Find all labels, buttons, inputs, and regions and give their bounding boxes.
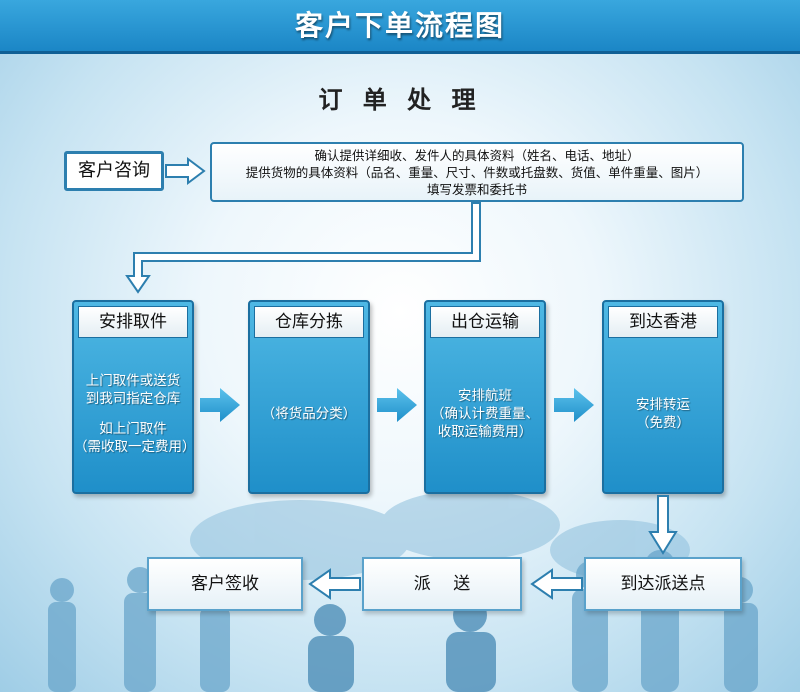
step-card-arrive-hk: 到达香港 安排转运 （免费） [602,300,724,494]
step-title: 安排取件 [78,306,188,338]
elbow-arrow-icon [125,202,481,294]
step-body: 安排航班 （确认计费重量、 收取运输费用） [426,336,544,492]
arrow-left-icon [308,568,361,600]
step-line: 安排转运 [636,397,690,413]
step-line: 上门取件或送货 [85,373,181,389]
info-line: 提供货物的具体资料（品名、重量、尺寸、件数或托盘数、货值、单件重量、图片） [245,165,709,180]
info-line: 填写发票和委托书 [426,182,527,197]
required-info-box: 确认提供详细收、发件人的具体资料（姓名、电话、地址） 提供货物的具体资料（品名、… [210,142,744,202]
info-line: 确认提供详细收、发件人的具体资料（姓名、电话、地址） [314,148,640,163]
arrow-down-icon [648,495,678,555]
step-title: 仓库分拣 [254,306,364,338]
step-title: 到达香港 [608,306,718,338]
arrow-right-icon [377,388,417,422]
step-line: （免费） [636,415,690,431]
step-line: 安排航班 [458,388,512,404]
step-line: （确认计费重量、 [431,406,539,422]
page-title: 客户下单流程图 [0,0,800,54]
step-card-pickup: 安排取件 上门取件或送货 到我司指定仓库 如上门取件 （需收取一定费用） [72,300,196,494]
arrow-right-icon [165,157,206,185]
arrow-right-icon [200,388,240,422]
step-line: （需收取一定费用） [74,439,196,455]
delivery-point-box: 到达派送点 [584,557,742,611]
step-body: 上门取件或送货 到我司指定仓库 如上门取件 （需收取一定费用） [74,336,196,492]
step-line: 收取运输费用） [437,424,533,440]
step-line: 如上门取件 [99,421,167,437]
step-line: （将货品分类） [261,406,357,422]
customer-inquiry-box: 客户咨询 [64,151,164,191]
step-card-transport: 出仓运输 安排航班 （确认计费重量、 收取运输费用） [424,300,546,494]
step-body: （将货品分类） [250,336,368,492]
section-title: 订 单 处 理 [318,86,482,114]
customer-sign-box: 客户签收 [147,557,303,611]
step-line: 到我司指定仓库 [85,391,181,407]
arrow-left-icon [530,568,583,600]
step-card-sorting: 仓库分拣 （将货品分类） [248,300,370,494]
arrow-right-icon [554,388,594,422]
dispatch-box: 派 送 [362,557,522,611]
step-body: 安排转运 （免费） [604,336,722,492]
step-title: 出仓运输 [430,306,540,338]
